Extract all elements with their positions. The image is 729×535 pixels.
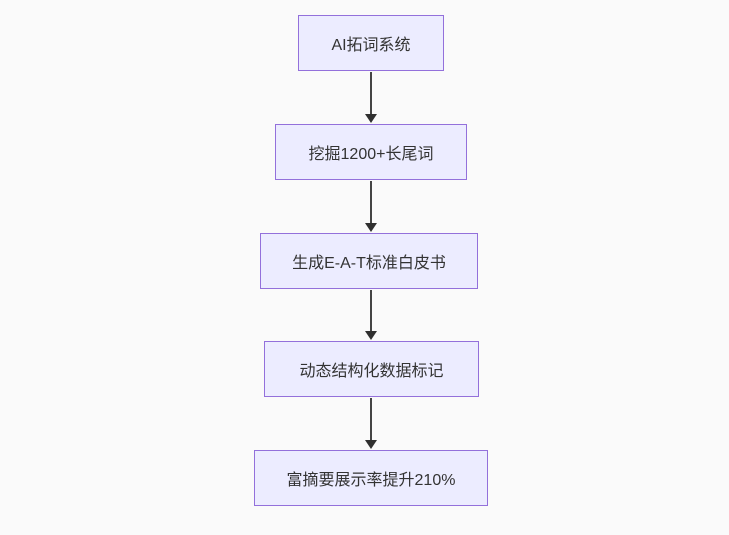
- arrow-down-icon: [365, 223, 377, 232]
- node-label: 富摘要展示率提升210%: [286, 472, 456, 489]
- flowchart-node-rich-snippet-result: 富摘要展示率提升210%: [254, 450, 488, 506]
- node-label: 挖掘1200+长尾词: [308, 146, 434, 163]
- flowchart-node-longtail-mining: 挖掘1200+长尾词: [275, 124, 467, 180]
- flowchart-node-eat-whitepaper: 生成E-A-T标准白皮书: [260, 233, 478, 289]
- arrow-down-icon: [365, 440, 377, 449]
- flowchart-arrow-4: [365, 398, 377, 449]
- arrow-line: [370, 72, 372, 114]
- arrow-down-icon: [365, 331, 377, 340]
- flowchart-node-structured-data-markup: 动态结构化数据标记: [264, 341, 479, 397]
- node-label: 动态结构化数据标记: [299, 363, 444, 380]
- node-label: 生成E-A-T标准白皮书: [292, 255, 446, 272]
- node-label: AI拓词系统: [331, 37, 411, 54]
- flowchart-arrow-1: [365, 72, 377, 123]
- arrow-line: [370, 398, 372, 440]
- flowchart-node-ai-word-expansion: AI拓词系统: [298, 15, 444, 71]
- arrow-down-icon: [365, 114, 377, 123]
- flowchart-arrow-2: [365, 181, 377, 232]
- arrow-line: [370, 290, 372, 331]
- flowchart-arrow-3: [365, 290, 377, 340]
- arrow-line: [370, 181, 372, 223]
